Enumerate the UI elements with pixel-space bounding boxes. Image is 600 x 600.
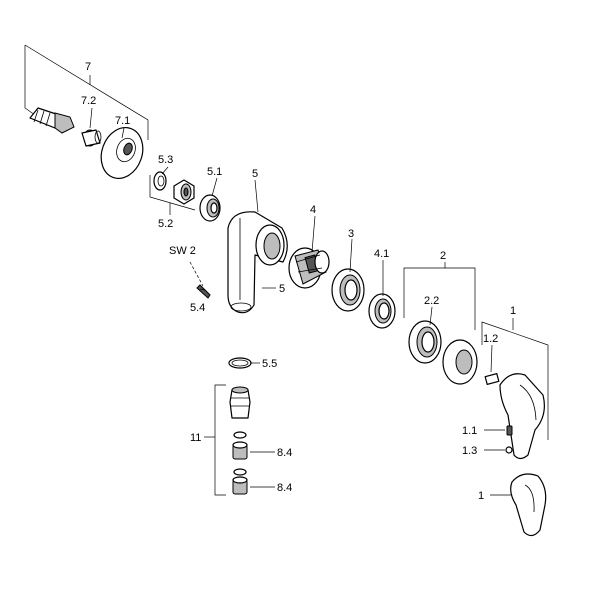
label-1-1: 1.1 <box>462 425 477 437</box>
label-7-1: 7.1 <box>115 115 130 127</box>
part-5-5-o-ring <box>228 357 252 369</box>
label-1-top: 1 <box>510 305 516 317</box>
bracket-group-7 <box>24 44 149 140</box>
label-1-3: 1.3 <box>462 445 477 457</box>
part-1-lever-alternate <box>510 473 547 537</box>
label-5-side: 5 <box>279 283 285 295</box>
part-labels: 7 7.2 7.1 5.3 5.1 5 5.2 SW 2 5 5.4 4 3 4… <box>81 61 516 502</box>
label-4-1: 4.1 <box>374 248 389 260</box>
bracket-group-11 <box>204 384 226 496</box>
label-3: 3 <box>348 228 354 240</box>
label-5-top: 5 <box>252 168 258 180</box>
part-5-3-ring <box>153 171 167 191</box>
part-3-sleeve <box>331 268 365 312</box>
label-sw2: SW 2 <box>169 245 196 257</box>
small-o-ring-upper <box>233 431 247 439</box>
label-2: 2 <box>440 250 446 262</box>
part-7-extension-connector <box>29 107 75 134</box>
part-5-elbow-body <box>227 211 288 314</box>
small-o-ring-lower <box>233 468 247 476</box>
part-1-2-cap <box>484 372 500 386</box>
part-11-nipple <box>229 386 251 419</box>
part-4-1-ring <box>368 293 396 329</box>
label-7-2: 7.2 <box>81 95 96 107</box>
part-8-4-valve-b <box>232 476 248 495</box>
part-5-4-screw <box>196 284 211 299</box>
label-5-4: 5.4 <box>190 302 205 314</box>
label-1-2: 1.2 <box>483 333 498 345</box>
bracket-group-1 <box>481 318 549 440</box>
part-4-cartridge <box>288 247 330 289</box>
part-1-1-screw <box>506 425 513 436</box>
part-2-2-adapter <box>408 320 442 364</box>
label-7: 7 <box>85 61 91 73</box>
part-5-2-nut <box>173 179 195 205</box>
part-8-4-valve-a <box>232 441 248 460</box>
part-2-cover <box>442 339 478 385</box>
label-5-2: 5.2 <box>158 218 173 230</box>
label-leaders <box>89 107 512 496</box>
part-7-1-rosette <box>100 127 144 179</box>
label-8-4-a: 8.4 <box>277 447 292 459</box>
label-2-2: 2.2 <box>424 295 439 307</box>
label-4: 4 <box>310 204 316 216</box>
part-5-1-ring-nut <box>199 194 221 222</box>
label-1-bottom: 1 <box>478 490 484 502</box>
label-8-4-b: 8.4 <box>277 482 292 494</box>
label-5-5: 5.5 <box>262 358 277 370</box>
label-5-3: 5.3 <box>158 154 173 166</box>
bracket-group-5-2 <box>149 175 196 215</box>
part-1-lever-handle <box>499 373 545 460</box>
part-7-2-nipple <box>81 129 102 147</box>
label-5-1: 5.1 <box>207 166 222 178</box>
bracket-group-2 <box>403 262 476 330</box>
label-11: 11 <box>190 432 201 444</box>
part-1-3-plug <box>505 446 513 454</box>
